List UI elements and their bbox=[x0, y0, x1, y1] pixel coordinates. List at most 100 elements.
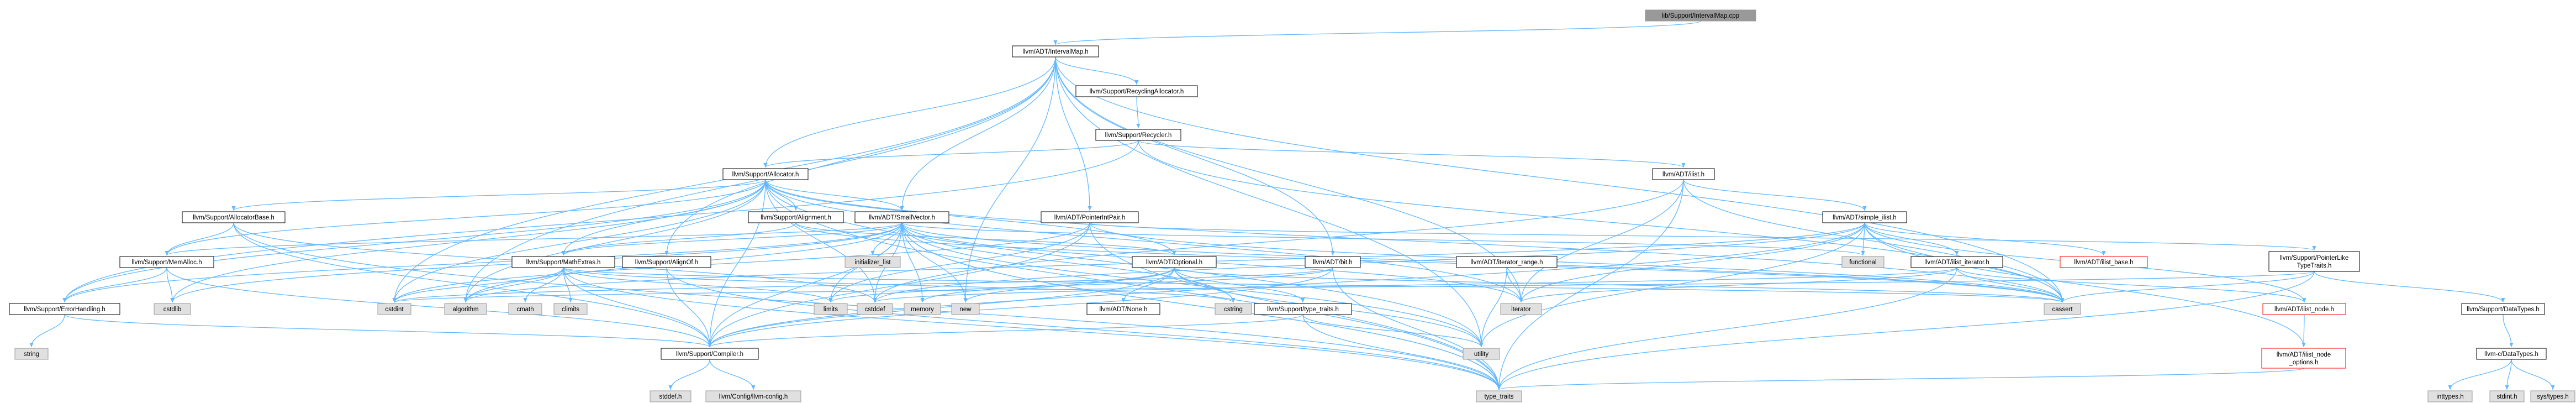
node-none[interactable]: llvm/ADT/None.h bbox=[1086, 303, 1160, 315]
edge-smallvector-to-errorhandling bbox=[62, 222, 902, 303]
node-box bbox=[844, 256, 901, 268]
edge-memalloc-to-cstdlib bbox=[166, 267, 175, 303]
node-label: llvm/ADT/ilist.h bbox=[1662, 171, 1704, 178]
edge-ilistiter-to-iterator bbox=[1519, 267, 1957, 303]
node-cstdint: cstdint bbox=[377, 303, 411, 315]
node-label: stddef.h bbox=[659, 394, 682, 400]
edge-ilist-to-iterator bbox=[1519, 179, 1684, 303]
edge-optional-to-cstring bbox=[1174, 267, 1236, 303]
node-mathextras[interactable]: llvm/Support/MathExtras.h bbox=[511, 256, 615, 268]
edge-memalloc-to-errorhandling bbox=[62, 267, 167, 303]
edge-cdatatypes-to-systypes bbox=[2511, 359, 2555, 390]
node-label: initializer_list bbox=[854, 259, 891, 266]
node-iterrange[interactable]: llvm/ADT/iterator_range.h bbox=[1456, 256, 1558, 268]
edge-smallvector-to-new bbox=[901, 222, 968, 303]
node-pointerintpair[interactable]: llvm/ADT/PointerIntPair.h bbox=[1041, 211, 1139, 223]
edge-ptrlike-to-datatypes bbox=[2314, 271, 2505, 303]
node-label: llvm/ADT/None.h bbox=[1100, 306, 1148, 313]
node-label: cassert bbox=[2052, 306, 2073, 313]
node-label: llvm/Support/MemAlloc.h bbox=[131, 259, 202, 266]
edge-allocator-to-allocbase bbox=[231, 179, 766, 211]
node-label: llvm/ADT/PointerIntPair.h bbox=[1054, 214, 1125, 221]
edge-cdatatypes-to-inttypes bbox=[2448, 359, 2512, 390]
node-label: llvm/Support/Alignment.h bbox=[761, 214, 831, 221]
node-allocbase[interactable]: llvm/Support/AllocatorBase.h bbox=[182, 211, 286, 223]
node-typetraits[interactable]: llvm/Support/type_traits.h bbox=[1254, 303, 1352, 315]
node-ilistbase[interactable]: llvm/ADT/ilist_base.h bbox=[2060, 256, 2148, 268]
edge-smallvector-to-memalloc bbox=[165, 222, 902, 256]
edge-mathextras-to-cassert bbox=[563, 267, 2064, 303]
node-label: llvm/ADT/Optional.h bbox=[1146, 259, 1202, 266]
node-label: llvm/Support/RecyclingAllocator.h bbox=[1090, 88, 1184, 95]
node-allocator[interactable]: llvm/Support/Allocator.h bbox=[722, 168, 809, 180]
edge-recyclingalloc-to-recycler bbox=[1136, 96, 1141, 129]
node-label: functional bbox=[1849, 259, 1876, 266]
edge-iterrange-to-utility bbox=[1479, 267, 1507, 348]
node-label: climits bbox=[562, 306, 579, 313]
node-label: llvm/ADT/ilist_iterator.h bbox=[1924, 259, 1989, 266]
node-ilist[interactable]: llvm/ADT/ilist.h bbox=[1652, 168, 1715, 180]
node-alignof[interactable]: llvm/Support/AlignOf.h bbox=[622, 256, 711, 268]
node-smallvector[interactable]: llvm/ADT/SmallVector.h bbox=[854, 211, 949, 223]
node-recyclingalloc[interactable]: llvm/Support/RecyclingAllocator.h bbox=[1075, 85, 1198, 97]
edge-optional-to-typetraits bbox=[1174, 267, 1305, 303]
node-ilistnodeopts[interactable]: llvm/ADT/ilist_node_options.h bbox=[2261, 348, 2346, 369]
node-algorithm: algorithm bbox=[444, 303, 487, 315]
edge-typetraits-to-compiler bbox=[708, 314, 1303, 348]
edge-errorhandling-to-string bbox=[29, 314, 65, 348]
node-box bbox=[2268, 251, 2360, 272]
node-label: memory bbox=[911, 306, 934, 313]
node-functional: functional bbox=[1841, 256, 1885, 268]
node-label: sys/types.h bbox=[2537, 394, 2569, 400]
node-box bbox=[1910, 256, 2003, 268]
node-optional[interactable]: llvm/ADT/Optional.h bbox=[1132, 256, 1217, 268]
node-label: type_traits bbox=[1484, 394, 1513, 400]
node-label: llvm/ADT/iterator_range.h bbox=[1470, 259, 1543, 266]
edge-recycler-to-allocator bbox=[763, 140, 1139, 168]
node-box bbox=[705, 390, 801, 402]
node-label: llvm/Support/Recycler.h bbox=[1105, 132, 1172, 139]
node-bit[interactable]: llvm/ADT/bit.h bbox=[1305, 256, 1361, 268]
edge-ilistiter-to-cstddef bbox=[873, 267, 1957, 303]
edge-recycler-to-ilist bbox=[1138, 140, 1686, 168]
node-alignment[interactable]: llvm/Support/Alignment.h bbox=[748, 211, 844, 223]
node-label: llvm/ADT/SmallVector.h bbox=[869, 214, 935, 221]
edge-intervalmap-to-iterator bbox=[1055, 56, 1523, 303]
node-datatypes[interactable]: llvm/Support/DataTypes.h bbox=[2461, 303, 2545, 315]
node-new: new bbox=[951, 303, 980, 315]
node-recycler[interactable]: llvm/Support/Recycler.h bbox=[1095, 129, 1181, 141]
node-label: llvm/ADT/IntervalMap.h bbox=[1022, 49, 1089, 55]
node-cdatatypes[interactable]: llvm-c/DataTypes.h bbox=[2476, 348, 2547, 360]
node-box bbox=[951, 303, 980, 315]
node-label: lib/Support/IntervalMap.cpp bbox=[1662, 13, 1739, 19]
edge-allocator-to-iterator bbox=[765, 179, 1523, 303]
node-memalloc[interactable]: llvm/Support/MemAlloc.h bbox=[119, 256, 214, 268]
node-simpleilist[interactable]: llvm/ADT/simple_ilist.h bbox=[1822, 211, 1907, 223]
node-label: new bbox=[959, 306, 972, 313]
node-compiler[interactable]: llvm/Support/Compiler.h bbox=[661, 348, 759, 360]
node-intervalmap[interactable]: llvm/ADT/IntervalMap.h bbox=[1012, 45, 1099, 57]
node-box bbox=[1132, 256, 1217, 268]
node-string: string bbox=[14, 348, 49, 360]
node-label: llvm/Support/type_traits.h bbox=[1267, 306, 1339, 313]
node-label: inttypes.h bbox=[2436, 394, 2463, 400]
edge-recycler-to-errorhandling bbox=[62, 140, 1139, 303]
edge-bit-to-limits bbox=[828, 267, 1333, 303]
edge-bit-to-type_traits bbox=[1332, 267, 1501, 390]
edge-smallvector-to-utility bbox=[901, 222, 1484, 348]
node-box bbox=[2044, 303, 2081, 315]
node-memory: memory bbox=[904, 303, 941, 315]
edge-ptrlike-to-cassert bbox=[2060, 271, 2315, 303]
edges-layer bbox=[29, 20, 2555, 390]
node-ilistnode[interactable]: llvm/ADT/ilist_node.h bbox=[2262, 303, 2346, 315]
node-ilistiter[interactable]: llvm/ADT/ilist_iterator.h bbox=[1910, 256, 2003, 268]
node-root[interactable]: lib/Support/IntervalMap.cpp bbox=[1645, 9, 1756, 22]
node-errorhandling[interactable]: llvm/Support/ErrorHandling.h bbox=[9, 303, 120, 315]
edge-recycler-to-cassert bbox=[1138, 140, 2065, 303]
node-box bbox=[1012, 45, 1099, 57]
node-label: utility bbox=[1474, 351, 1488, 358]
node-box bbox=[154, 303, 191, 315]
edge-ptrlike-to-type_traits bbox=[1497, 271, 2315, 390]
